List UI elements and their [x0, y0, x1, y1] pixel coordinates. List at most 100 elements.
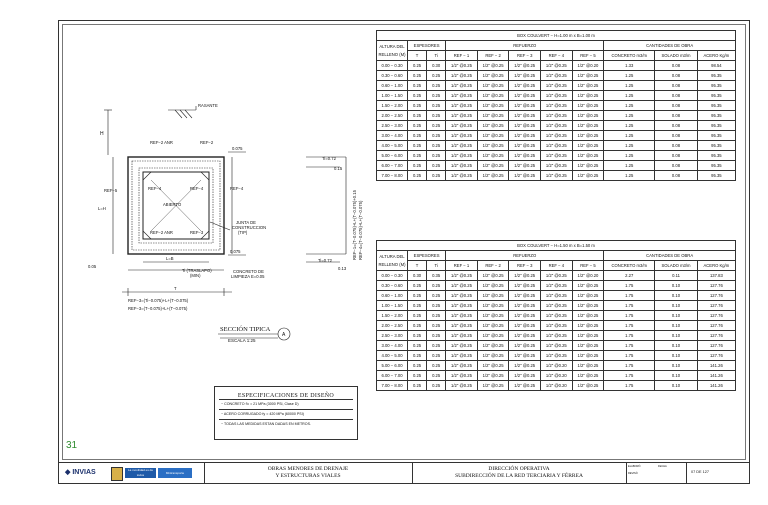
- table-cell: 1/2" @0.25: [445, 280, 478, 291]
- table-cell: 1.00 − 1.50: [376, 300, 408, 311]
- sheet-inner-frame: [62, 24, 746, 460]
- table-cell: 0.10: [654, 350, 698, 361]
- table-cell: 1.75: [603, 380, 656, 391]
- table-cell: 95.35: [696, 140, 737, 151]
- label-formula2: REF−3=(T−0.075)+L+(T−0.075): [128, 306, 188, 311]
- title-cell-2: DIRECCIÓN OPERATIVA SUBDIRECCIÓN DE LA R…: [412, 463, 627, 483]
- table-cell: 0.25: [406, 310, 428, 321]
- table-cell: 1/2" @0.25: [476, 270, 510, 281]
- table-cell: 0.25: [406, 100, 428, 111]
- label-rasante: RASANTE: [198, 103, 218, 108]
- table-cell: 0.25: [406, 380, 428, 391]
- table-cell: 1/2" @0.25: [476, 80, 510, 91]
- table-cell: 1/2" @0.25: [476, 290, 510, 301]
- label-ti-072: Ti=0.72: [322, 156, 337, 161]
- table-cell: 0.25: [426, 330, 447, 341]
- table-cell: 0.60 − 1.00: [376, 80, 408, 91]
- table-cell: 1.75: [603, 360, 656, 371]
- table-cell: 1/2" @0.25: [476, 280, 510, 291]
- table-cell: 0.25: [406, 320, 428, 331]
- table-cell: 1.50 − 2.00: [376, 310, 408, 321]
- table-cell: 1.75: [603, 300, 656, 311]
- table-cell: 1/2" @0.25: [445, 270, 478, 281]
- table-cell: 2.27: [603, 270, 656, 281]
- table-cell: 1.00 − 1.50: [376, 90, 408, 101]
- table-cell: 1.25: [603, 110, 656, 121]
- table-cell: 0.25: [426, 380, 447, 391]
- table1-h-solado: SOLADO m3/m: [654, 50, 698, 61]
- table-cell: 1/2" @0.25: [445, 320, 478, 331]
- table-cell: 0.25: [426, 110, 447, 121]
- table-box-coulvert-1x1: BOX COULVERT − H=1.00 m x B=1.00 m ALTUR…: [376, 30, 737, 181]
- label-seccion-mark: A: [282, 332, 286, 338]
- table-cell: 1/2" @0.25: [540, 340, 573, 351]
- table-cell: 1/2" @0.25: [540, 170, 573, 181]
- table-cell: 2.50 − 3.00: [376, 120, 408, 131]
- table2-h-refuerzo: REFUERZO: [445, 250, 605, 261]
- label-t: T: [174, 286, 177, 291]
- label-ti-traslapo: Ti (TRASLAPO): [182, 268, 212, 273]
- label-ref3: REF−3: [190, 230, 204, 235]
- label-construccion: CONSTRUCCION: [232, 225, 266, 230]
- table-cell: 1/2" @0.25: [508, 330, 542, 341]
- table-cell: 0.25: [406, 90, 428, 101]
- signature-cell: ELABORÓ REVISÓ FECHA: [626, 463, 687, 483]
- specs-line: − TODAS LAS MEDIDAS ESTAN DADAS EN METRO…: [219, 419, 353, 429]
- table-cell: 1.25: [603, 130, 656, 141]
- table-cell: 0.35: [426, 270, 447, 281]
- table2-h-t: T: [406, 260, 428, 271]
- table-cell: 0.25: [426, 70, 447, 81]
- table-cell: 0.25: [406, 340, 428, 351]
- label-dim-005: 0.05: [88, 264, 97, 269]
- table2-h-ref3: REF − 3: [508, 260, 542, 271]
- table-cell: 0.25: [406, 360, 428, 371]
- table-cell: 1/2" @0.25: [540, 160, 573, 171]
- table-cell: 1/2" @0.25: [540, 90, 573, 101]
- label-ref4-inner: REF−4: [190, 186, 204, 191]
- table-cell: 1.75: [603, 340, 656, 351]
- table-cell: 0.30 − 0.60: [376, 280, 408, 291]
- table-cell: 1/2" @0.25: [571, 370, 605, 381]
- table1-h-ref1: REF − 1: [445, 50, 478, 61]
- table-cell: 0.25: [406, 350, 428, 361]
- table1-h-concreto: CONCRETO m3/m: [603, 50, 656, 61]
- table-cell: 5.00 − 6.00: [376, 150, 408, 161]
- table-cell: 1/2" @0.25: [571, 340, 605, 351]
- table-cell: 1/2" @0.20: [540, 370, 573, 381]
- table-cell: 0.11: [654, 270, 698, 281]
- table-cell: 5.00 − 6.00: [376, 360, 408, 371]
- table-cell: 1/2" @0.25: [508, 120, 542, 131]
- table2-title: BOX COULVERT − H=1.50 m x B=1.50 m: [376, 240, 736, 251]
- table2-h-espesores: ESPESORES: [406, 250, 447, 261]
- table1-h-acero: ACERO Kg/m: [696, 50, 737, 61]
- sheet-page-number: 07 DE 127: [691, 470, 709, 474]
- table-cell: 1/2" @0.25: [476, 310, 510, 321]
- table-cell: 1/2" @0.25: [540, 330, 573, 341]
- table-cell: 0.25: [406, 150, 428, 161]
- label-dim-015: 0.15: [334, 166, 343, 171]
- table-cell: 1/2" @0.25: [508, 280, 542, 291]
- table-cell: 4.00 − 5.00: [376, 350, 408, 361]
- label-escala: ESCALA 1:25: [228, 338, 256, 343]
- table-cell: 1/2" @0.25: [476, 150, 510, 161]
- table-cell: 1/2" @0.25: [508, 110, 542, 121]
- table1-h-t: T: [406, 50, 428, 61]
- table-cell: 95.35: [696, 100, 737, 111]
- table2-h-ref4: REF − 4: [540, 260, 573, 271]
- table2-h-acero: ACERO Kg/m: [696, 260, 737, 271]
- table-cell: 0.25: [406, 130, 428, 141]
- table-cell: 137.83: [696, 270, 737, 281]
- table1-h-ref3: REF − 3: [508, 50, 542, 61]
- table-cell: 6.00 − 7.00: [376, 160, 408, 171]
- table-cell: 95.35: [696, 130, 737, 141]
- table-cell: 1/2" @0.25: [571, 310, 605, 321]
- table-cell: 1/2" @0.25: [571, 290, 605, 301]
- table-cell: 1/2" @0.25: [476, 140, 510, 151]
- table1-h-espesores: ESPESORES: [406, 40, 447, 51]
- table-cell: 1/2" @0.25: [571, 360, 605, 371]
- table-cell: 1/2" @0.25: [540, 110, 573, 121]
- table-cell: 0.25: [406, 300, 428, 311]
- table-cell: 1/2" @0.25: [476, 360, 510, 371]
